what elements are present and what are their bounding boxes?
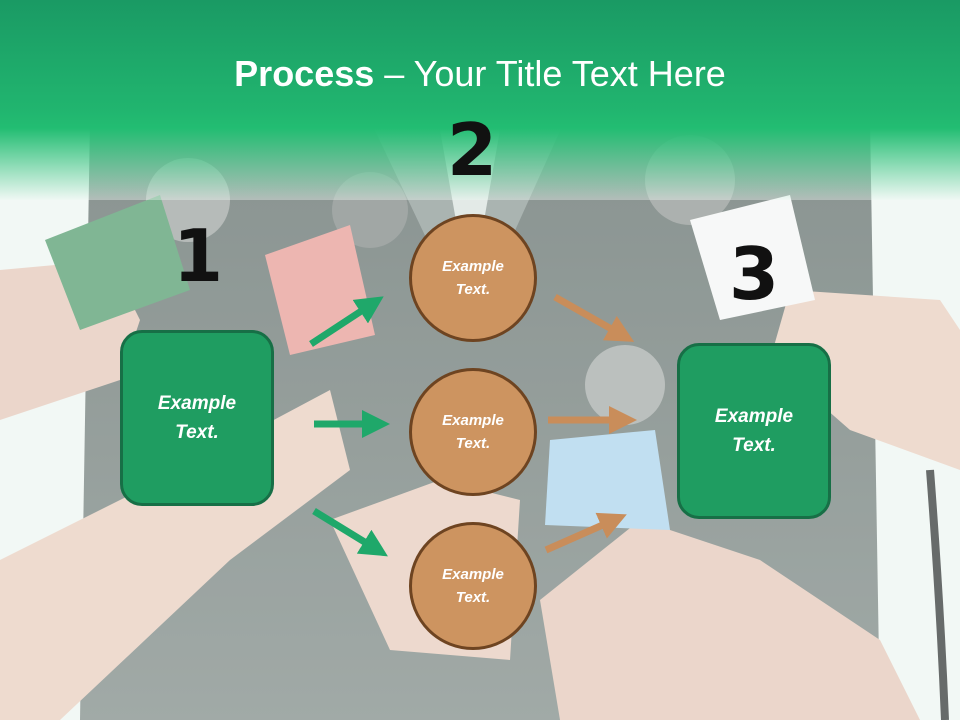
circle-middle: Example Text. <box>409 368 537 496</box>
circle-top: Example Text. <box>409 214 537 342</box>
step-1-text: Example Text. <box>157 393 237 443</box>
circle-bottom-text: Example Text. <box>442 566 504 606</box>
arrow-top-to-3 <box>553 293 635 342</box>
circle-top-text: Example Text. <box>442 258 504 298</box>
slide-title: Process – Your Title Text Here <box>0 52 960 96</box>
circle-middle-text: Example Text. <box>442 412 504 452</box>
title-rest: – Your Title Text Here <box>374 53 726 94</box>
step-number-3: 3 <box>728 232 780 316</box>
arrow-1-to-bottom <box>312 508 388 557</box>
circle-bottom: Example Text. <box>409 522 537 650</box>
step-number-2: 2 <box>446 108 498 192</box>
title-bar <box>0 0 960 200</box>
step-1-box: Example Text. <box>120 330 274 506</box>
step-3-text: Example Text. <box>714 406 794 456</box>
arrow-1-to-top <box>309 296 384 347</box>
step-3-box: Example Text. <box>677 343 831 519</box>
title-bold: Process <box>234 53 375 94</box>
step-number-1: 1 <box>172 214 224 298</box>
arrow-bottom-to-3 <box>544 512 627 554</box>
